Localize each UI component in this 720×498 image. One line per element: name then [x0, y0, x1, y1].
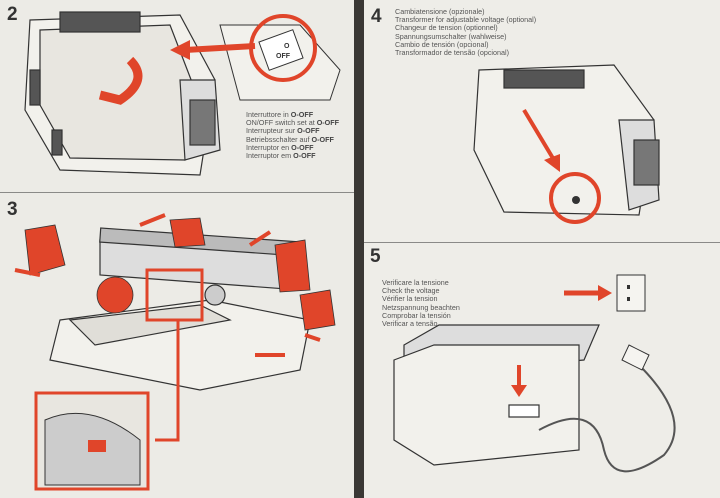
typewriter-back-illustration	[473, 64, 660, 216]
typewriter-back-illustration	[24, 11, 221, 176]
instruction-line: Netzspannung beachten	[382, 302, 460, 312]
arrow-icon	[511, 385, 527, 397]
arrow-icons	[14, 213, 321, 357]
instruction-line: Changeur de tension (optionnel)	[395, 23, 498, 33]
instruction-line: Interruptor em O-OFF	[246, 151, 316, 161]
packing-parts	[24, 217, 336, 331]
instruction-line: Betriebsschalter auf O-OFF	[246, 134, 334, 144]
instruction-line: ON/OFF switch set at O-OFF	[246, 118, 340, 128]
arrow-head-icon	[170, 40, 190, 60]
instruction-line: Cambio de tensión (opcional)	[395, 39, 489, 49]
right-page: 4 Cambiatensione (opzionale) Transformer…	[364, 0, 720, 498]
typewriter-front-illustration	[49, 227, 311, 391]
power-cord	[538, 364, 676, 473]
illustrations-right	[393, 64, 676, 473]
step-number-3: 3	[7, 199, 18, 220]
step-4-instructions: Cambiatensione (opzionale) Transformer f…	[395, 7, 537, 58]
plug-icon	[621, 344, 650, 371]
switch-label-o: O	[284, 43, 290, 50]
instruction-line: Spannungsumschalter (wahlweise)	[395, 31, 507, 41]
step-number-2: 2	[7, 4, 18, 25]
section-divider	[364, 242, 720, 243]
instruction-line: Cambiatensione (opzionale)	[395, 7, 485, 16]
arrow-icon	[544, 154, 560, 172]
instruction-line: Verificare la tensione	[382, 278, 449, 287]
voltage-selector-highlight	[549, 172, 601, 224]
instruction-line: Interrupteur sur O-OFF	[246, 126, 320, 136]
instruction-line: Transformador de tensão (opcional)	[395, 48, 509, 58]
instruction-line: Check the voltage	[382, 286, 440, 296]
step-number-4: 4	[371, 6, 382, 27]
illustrations-left: O OFF	[14, 11, 341, 491]
ribbon-detail-inset	[34, 391, 150, 491]
wall-socket-icon	[616, 274, 646, 312]
arrow-icon	[598, 285, 612, 301]
left-page: O OFF	[0, 0, 354, 498]
arrow-icon	[184, 43, 256, 53]
instruction-line: Vérifier la tension	[382, 294, 438, 304]
section-divider	[0, 192, 354, 193]
instruction-line: Transformer for adjustable voltage (opti…	[395, 15, 537, 25]
instruction-line: Interruptor en O-OFF	[246, 142, 314, 152]
instruction-line: Comprobar la tensión	[382, 310, 451, 320]
typewriter-side-illustration	[393, 324, 600, 466]
curved-arrow-icon	[98, 56, 143, 105]
step-5-instructions: Verificare la tensione Check the voltage…	[382, 278, 460, 329]
switch-label-off: OFF	[276, 53, 291, 60]
step-number-5: 5	[370, 246, 381, 267]
instruction-line: Verificar a tensão	[382, 319, 438, 329]
switch-detail: O OFF	[219, 14, 341, 101]
instruction-line: Interruttore in O-OFF	[246, 110, 314, 119]
step-2-instructions: Interruttore in O-OFF ON/OFF switch set …	[246, 110, 340, 161]
detail-highlight-box	[145, 268, 204, 322]
